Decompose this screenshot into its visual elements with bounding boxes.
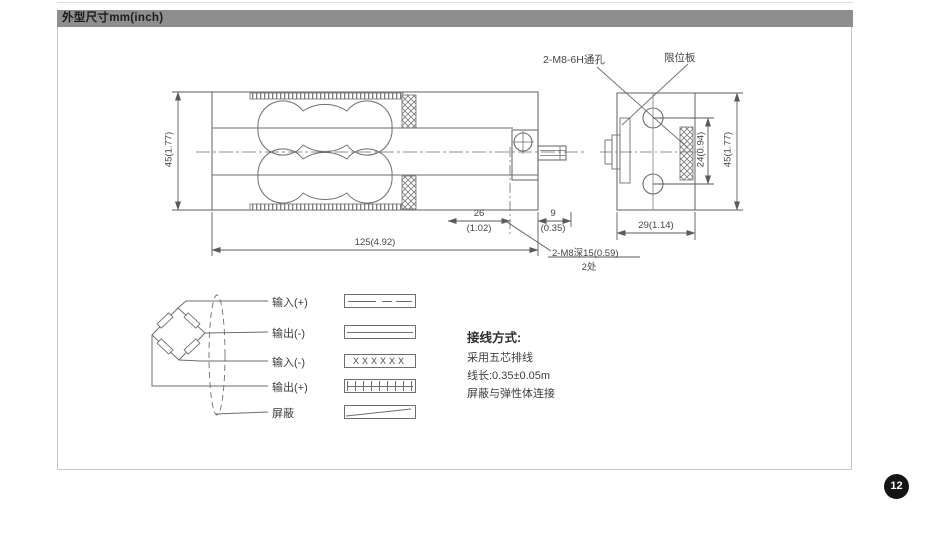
dimension-section-panel: [57, 10, 852, 470]
wire-sample-solid: [344, 325, 416, 339]
through-holes-label: 2-M8-6H通孔: [543, 54, 605, 66]
wire-sample-shield: [344, 405, 416, 419]
wire-label-shield: 屏蔽: [272, 408, 294, 420]
wire-label-input-minus: 输入(-): [272, 357, 305, 369]
side-length-dim-label: 125(4.92): [354, 237, 396, 248]
bars-mid-line: [347, 386, 413, 387]
dim-9-inch-label: (0.35): [540, 223, 566, 234]
wire-label-output-plus: 输出(+): [272, 382, 308, 394]
dim-26-inch-label: (1.02): [466, 223, 492, 234]
section-title: 外型尺寸mm(inch): [62, 12, 164, 24]
wiring-note-title: 接线方式:: [467, 331, 522, 345]
wire-sample-x-marked: XXXXXX: [344, 354, 416, 368]
wiring-note-line-1: 采用五芯排线: [467, 352, 533, 364]
diagonal-pattern: [345, 408, 412, 417]
side-height-dim-label: 45(1.77): [163, 131, 175, 168]
dim-26-label: 26: [473, 208, 485, 219]
wire-label-output-minus: 输出(-): [272, 328, 305, 340]
wire-label-input-plus: 输入(+): [272, 297, 308, 309]
wiring-note-line-2: 线长:0.35±0.05m: [467, 370, 551, 382]
section-header: 外型尺寸mm(inch): [57, 10, 853, 27]
wire-sample-barred: [344, 379, 416, 393]
dim-9-label: 9: [550, 208, 556, 219]
x-marking-text: XXXXXX: [352, 356, 408, 366]
hole-span-dim-label: 24(0.94): [695, 131, 707, 168]
top-rule: [57, 2, 853, 3]
limit-plate-label: 限位板: [664, 52, 696, 64]
solid-pattern: [347, 332, 413, 333]
tap-note-label: 2-M8深15(0.59): [552, 248, 619, 259]
wiring-note-line-3: 屏蔽与弹性体连接: [467, 388, 555, 400]
tap-note-qty-label: 2处: [581, 262, 597, 273]
end-height-dim-label: 45(1.77): [722, 131, 734, 168]
page-number-badge: 12: [884, 474, 909, 499]
wire-sample-dashdot: [344, 294, 416, 308]
end-width-dim-label: 29(1.14): [638, 220, 674, 231]
dashdot-pattern: [348, 301, 412, 302]
